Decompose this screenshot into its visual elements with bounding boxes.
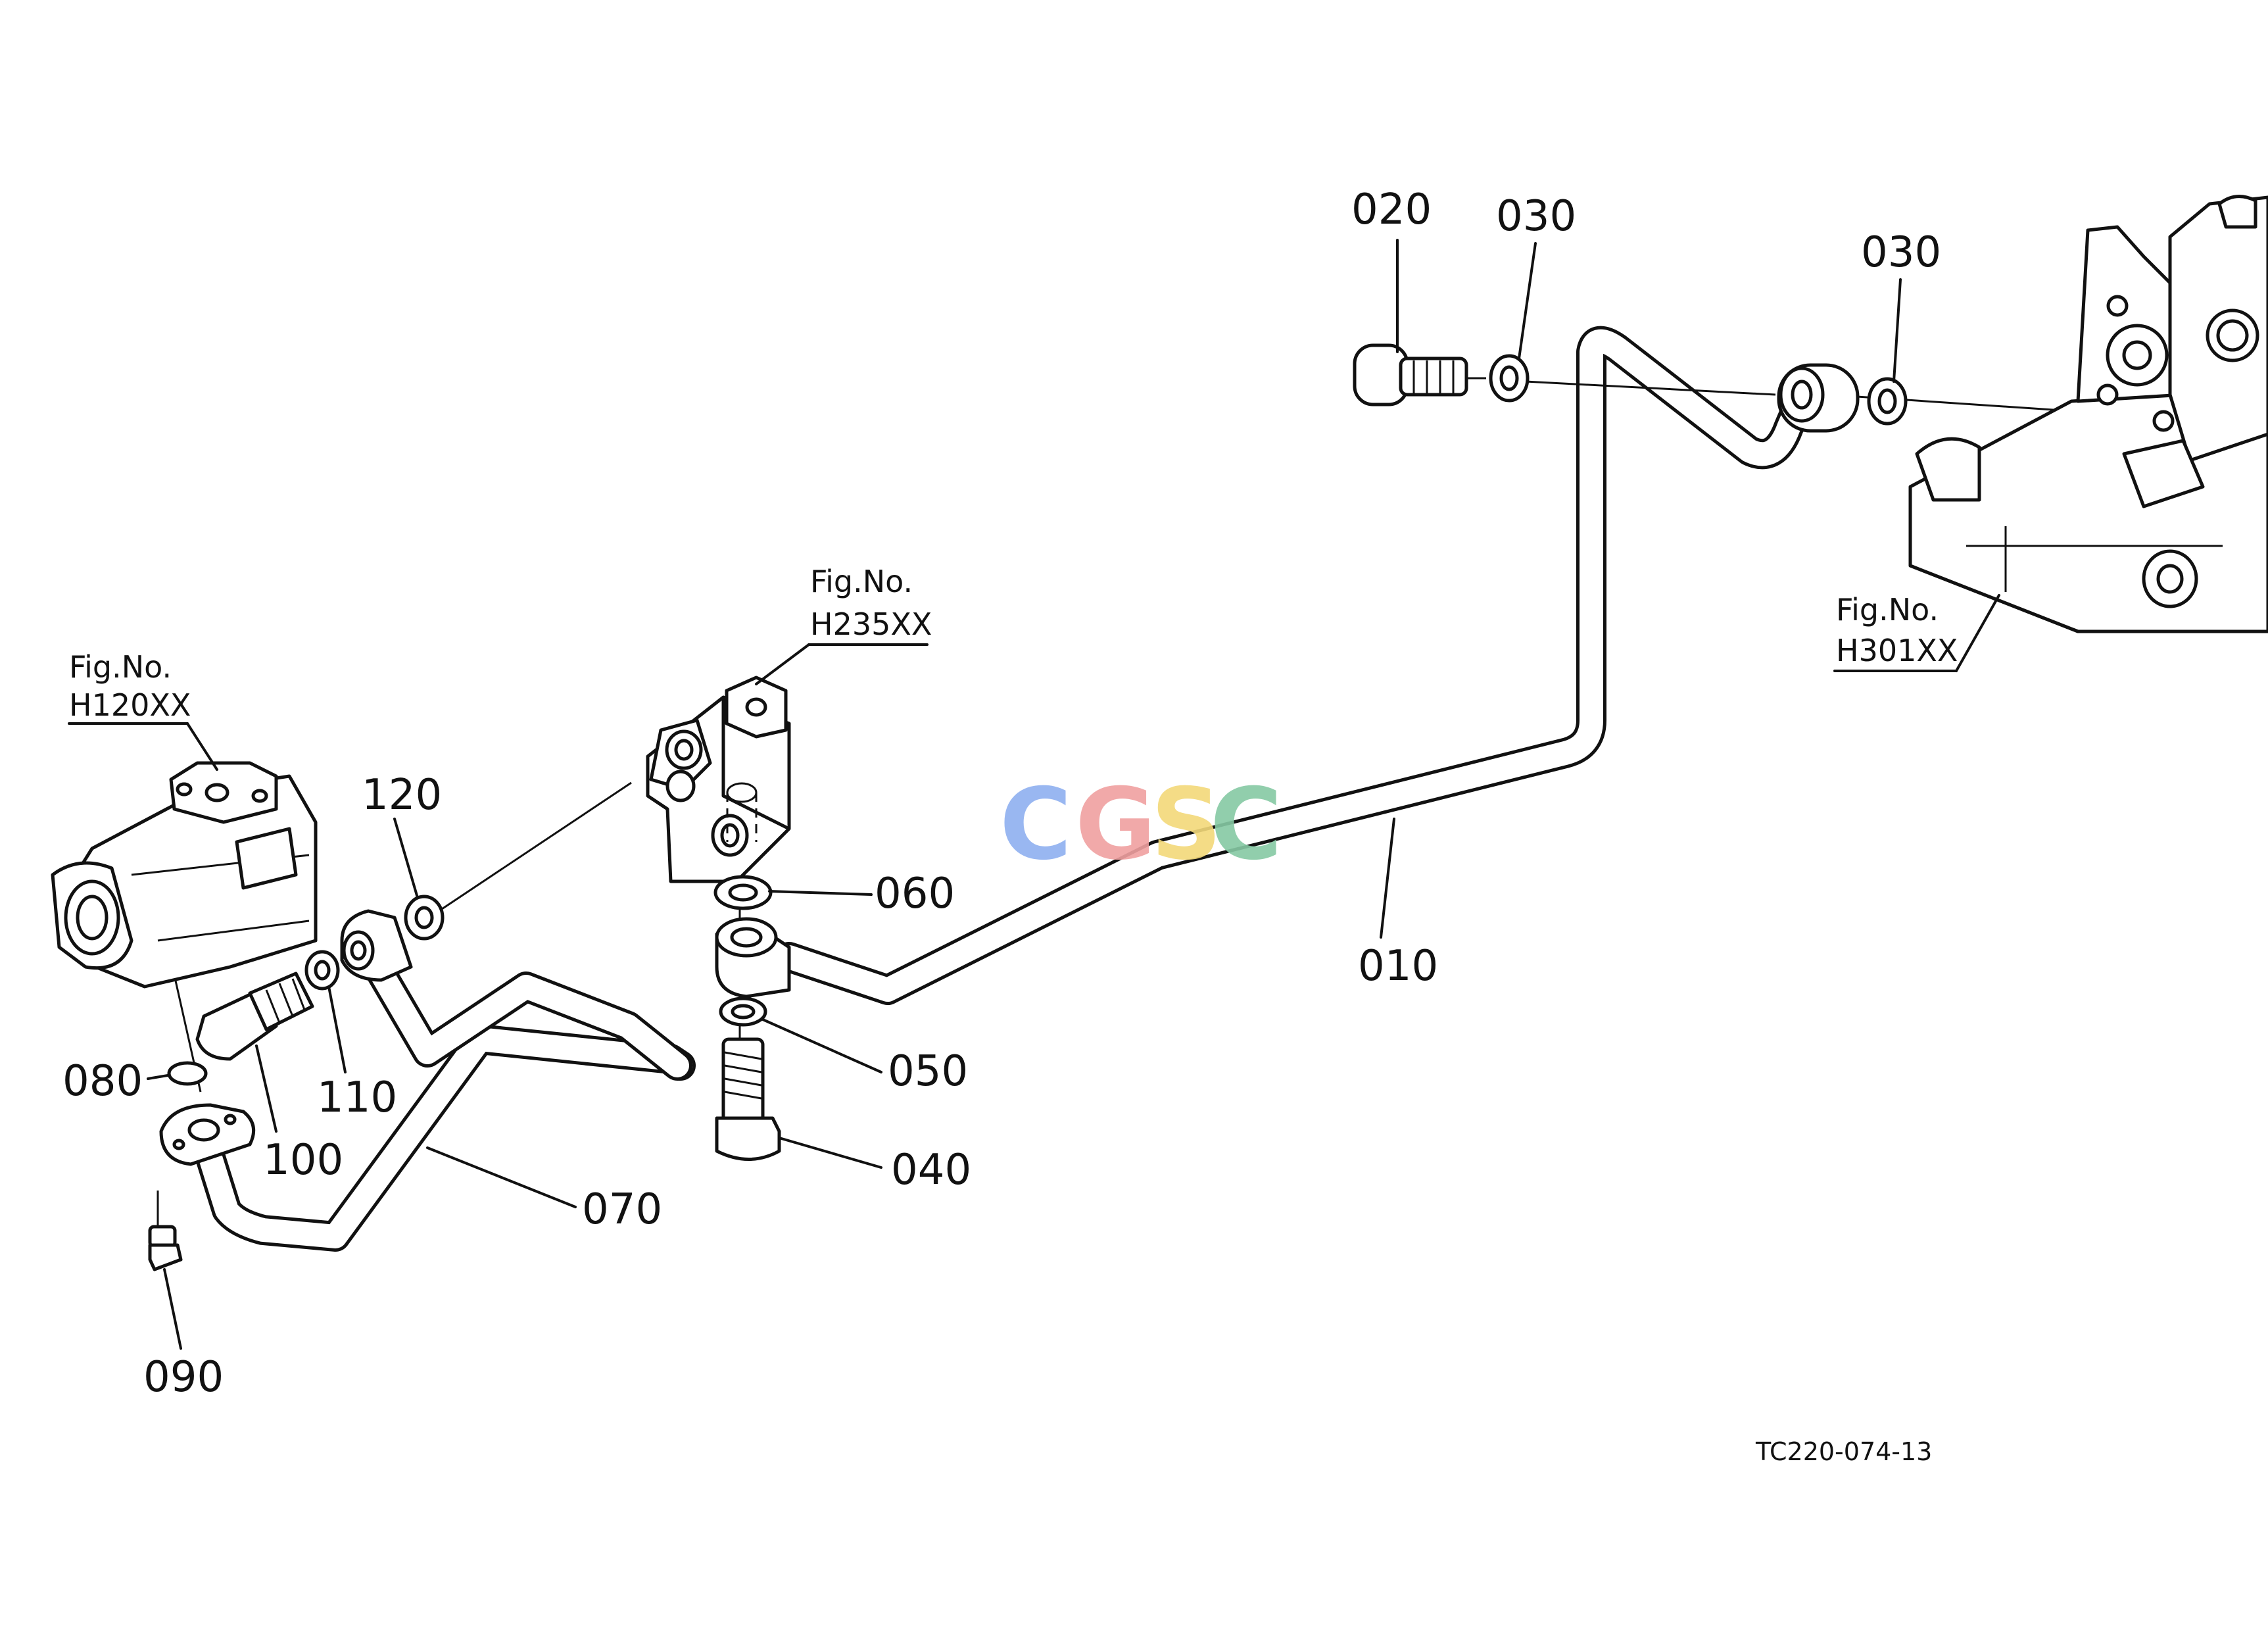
figure-refs: Fig.No. H120XX Fig.No. H235XX Fig.No. H3… [69,564,1958,723]
watermark-letter-4: C [1210,768,1282,882]
label-040: 040 [891,1146,971,1194]
label-110: 110 [317,1073,397,1122]
fig-caption-h120: Fig.No. [69,649,172,685]
label-010: 010 [1358,942,1438,991]
washer-120 [404,895,445,941]
washer-060 [713,875,773,910]
pipe-010 [774,326,1814,1005]
fig-code-h301: H301XX [1836,633,1958,668]
hydraulic-pump-h120 [51,761,318,989]
label-030a: 030 [1496,192,1576,241]
fig-code-h120: H120XX [69,687,191,723]
fig-caption-h235: Fig.No. [810,564,913,599]
o-ring-080 [167,1061,208,1086]
label-120: 120 [362,771,442,820]
drawing-code: TC220-074-13 [1755,1437,1932,1466]
label-080: 080 [62,1057,143,1106]
watermark-letter-3: S [1151,768,1222,882]
banjo-bolt-100 [195,971,314,1061]
valve-housing-h301 [1908,195,2268,633]
washer-030a [1489,354,1530,403]
banjo-bolt-040 [715,1037,781,1161]
fig-code-h235: H235XX [810,606,932,642]
watermark-logo: C G S C [1000,768,1282,882]
watermark-letter-1: C [1000,768,1072,882]
label-030b: 030 [1861,228,1941,277]
banjo-bolt-020 [1353,343,1468,406]
label-070: 070 [582,1185,662,1234]
figure-ref-lines [68,594,2000,771]
label-050: 050 [888,1047,968,1096]
banjo-eye-010 [1777,363,1860,433]
part-labels: 020 030 030 010 060 050 040 070 080 090 … [62,185,1941,1402]
label-060: 060 [875,870,955,918]
flange-070 [159,1103,256,1166]
washer-050 [719,996,767,1027]
banjo-eye-070 [340,909,413,982]
valve-block-h235 [646,676,791,883]
washer-110 [304,950,340,991]
fig-caption-h301: Fig.No. [1836,592,1939,627]
watermark-letter-2: G [1075,768,1156,882]
fitting-090 [148,1225,183,1271]
label-020: 020 [1351,185,1432,234]
banjo-eye-centre [715,917,791,998]
pipe-070 [195,958,696,1252]
label-100: 100 [263,1136,343,1185]
washer-030b [1867,377,1908,426]
leader-lines [147,239,1902,1350]
label-090: 090 [143,1353,224,1402]
